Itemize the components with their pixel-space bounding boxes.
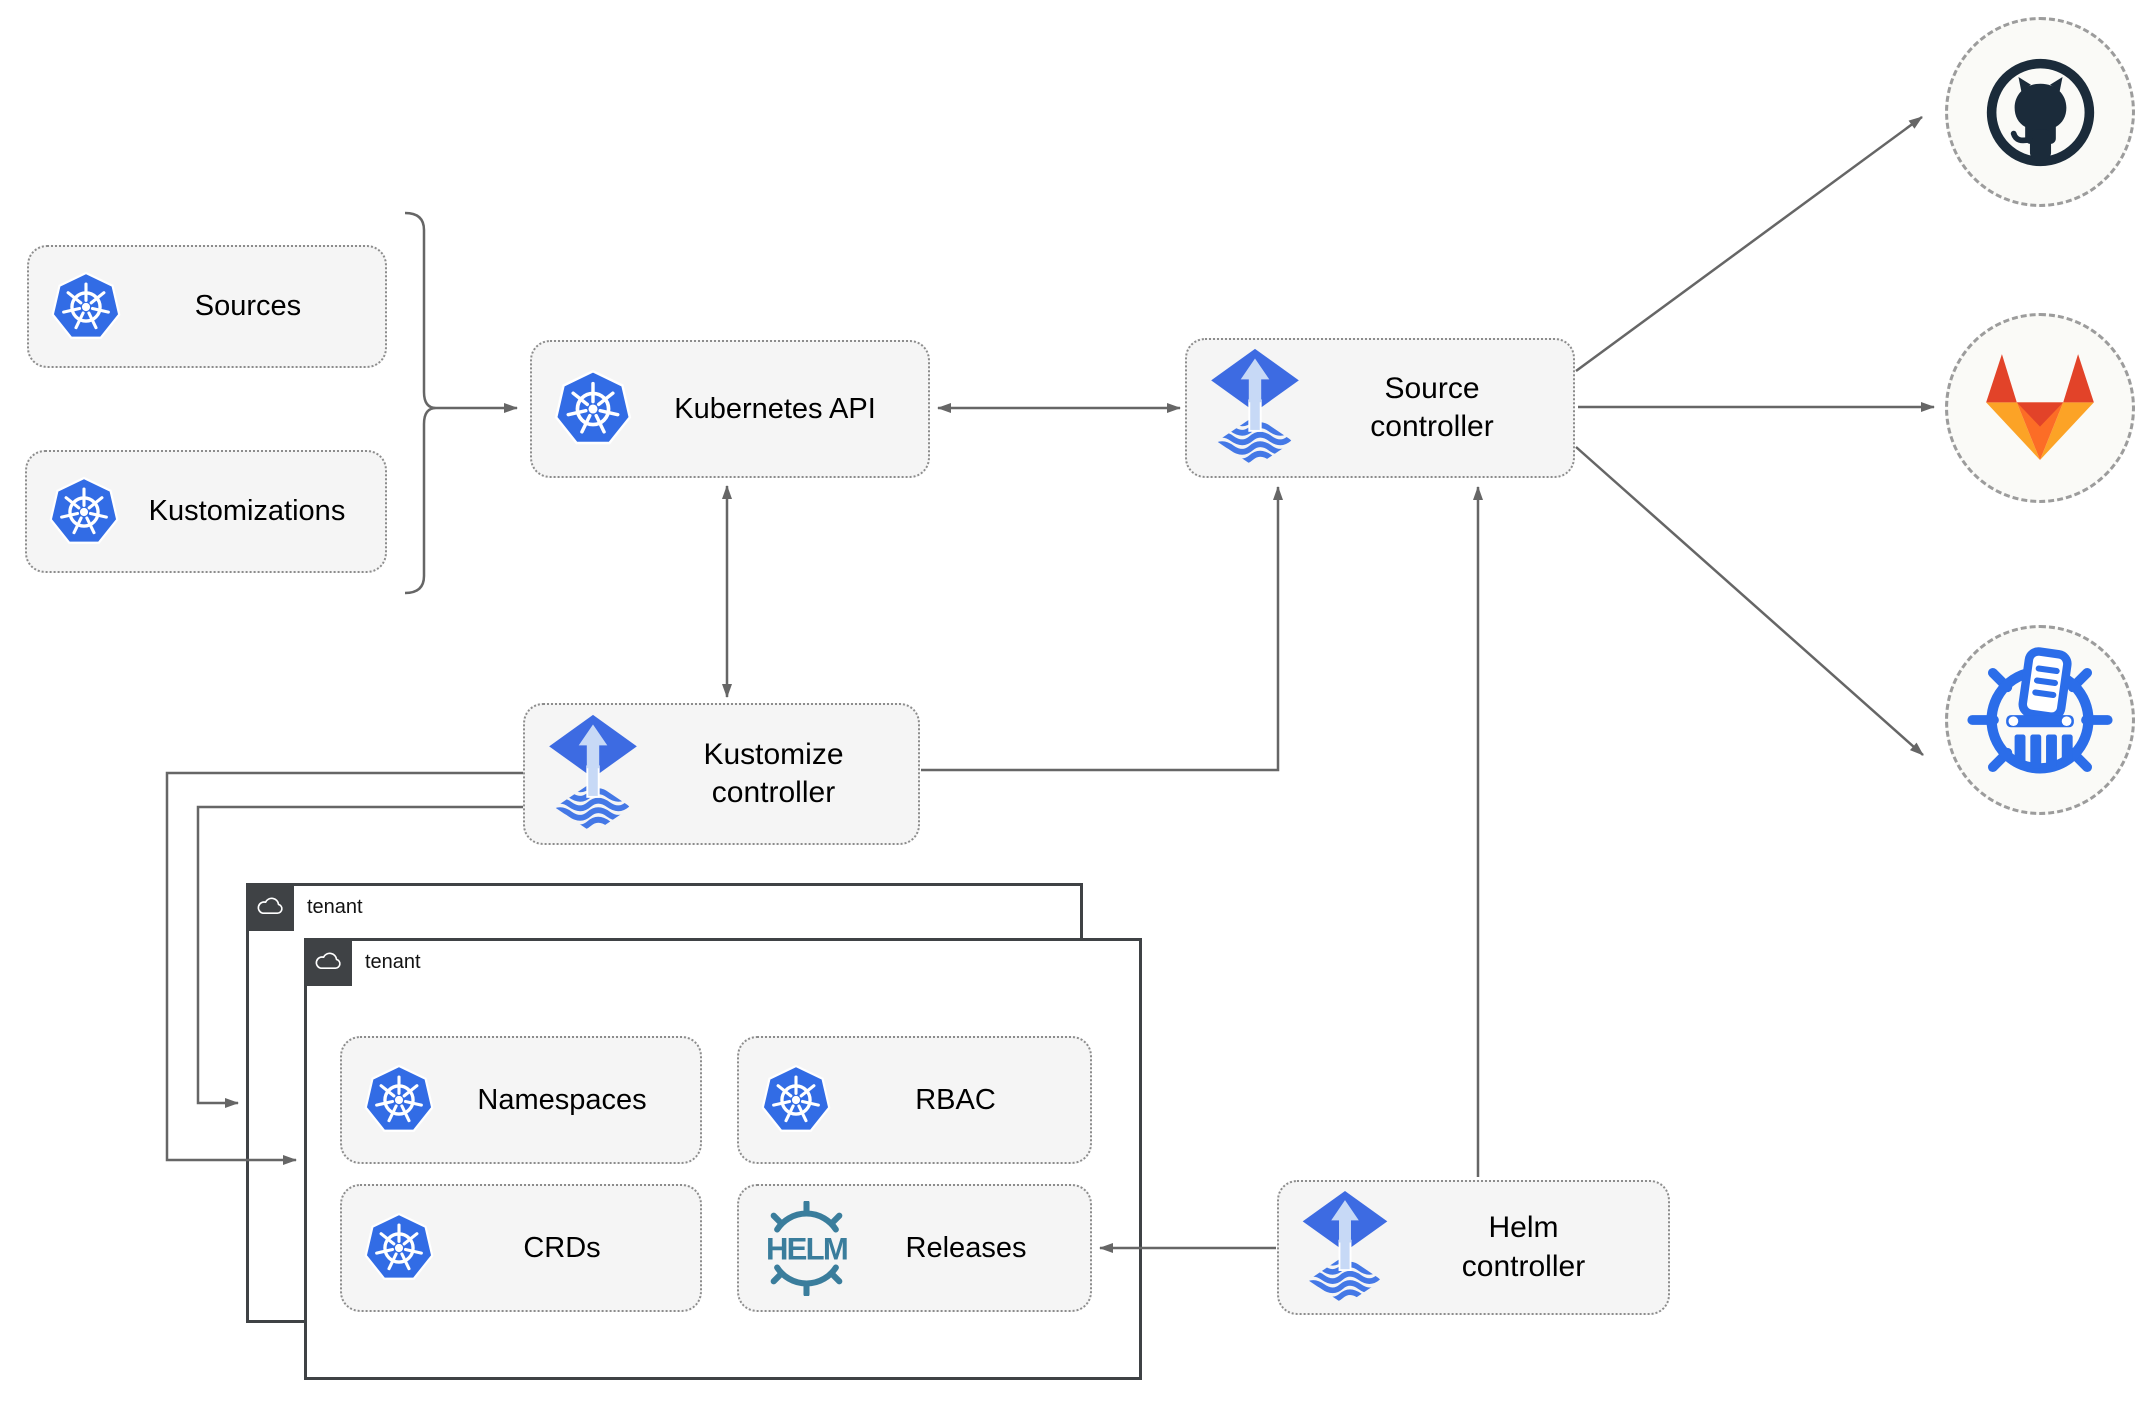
namespaces-label: Namespaces [477,1083,647,1116]
tenant-inner-label: tenant [365,950,421,973]
kustomize-controller-label: Kustomize controller [703,737,844,809]
cloud-icon [255,896,285,918]
kubernetes-icon [759,1063,833,1137]
kubernetes-icon [49,270,123,344]
edge-source-to-github [1575,115,1923,373]
flux-icon [1207,347,1303,469]
github-remote [1945,17,2135,207]
helm-controller-label: Helm controller [1461,1211,1586,1283]
kustomize-controller-node: Kustomize controller [523,703,920,845]
kubernetes-icon [47,475,121,549]
chartmuseum-icon [1967,647,2113,774]
brace-resource-group [404,211,437,595]
github-octocat-icon [1986,58,2094,166]
flux-icon [1299,1189,1391,1307]
kustomizations-node: Kustomizations [25,450,387,573]
flux-icon [545,713,641,835]
releases-node: HELM Releases [737,1184,1092,1312]
kubernetes-icon [552,368,634,450]
rbac-label: RBAC [915,1083,996,1116]
tenant-outer-header [246,883,294,931]
kustomizations-label: Kustomizations [148,495,346,527]
kubernetes-icon [362,1211,436,1285]
kubernetes-api-node: Kubernetes API [530,340,930,478]
source-controller-label: Source controller [1370,371,1494,443]
rbac-node: RBAC [737,1036,1092,1164]
kubernetes-api-label: Kubernetes API [674,392,876,425]
edge-source-to-chartmuseum [1575,446,1924,756]
sources-label: Sources [194,290,302,322]
gitlab-tanuki-icon [1986,354,2094,460]
crds-label: CRDs [523,1231,601,1264]
sources-node: Sources [27,245,387,368]
helm-controller-node: Helm controller [1277,1180,1670,1315]
edge-kustomize-to-source [921,486,1283,772]
source-controller-node: Source controller [1185,338,1575,478]
crds-node: CRDs [340,1184,702,1312]
tenant-outer-label: tenant [307,895,363,918]
helm-icon: HELM [759,1200,854,1296]
gitlab-remote [1945,313,2135,503]
tenant-inner-header [304,938,352,986]
chartmuseum-remote [1945,625,2135,815]
cloud-icon [313,951,343,973]
helm-wordmark: HELM [766,1231,847,1266]
namespaces-node: Namespaces [340,1036,702,1164]
releases-label: Releases [905,1231,1027,1264]
kubernetes-icon [362,1063,436,1137]
